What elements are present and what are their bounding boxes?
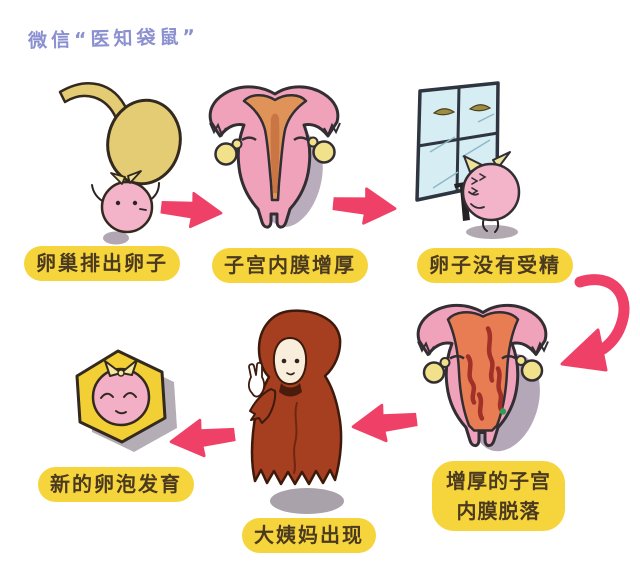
figure-shadow (270, 488, 344, 514)
egg-bow-icon (127, 170, 142, 184)
flow-arrow-left-1 (351, 403, 419, 443)
egg-shadow (466, 225, 518, 239)
wind-streaks (429, 113, 495, 189)
cane-icon (454, 181, 471, 221)
step-label-period-appears: 大姨妈出现 (242, 518, 376, 553)
ovary-left (214, 136, 257, 166)
uterus-cavity (270, 113, 280, 193)
step-label-line-1: 增厚的子宫 (446, 469, 551, 493)
ovary-illustration (58, 82, 182, 245)
window-scene-illustration (415, 81, 521, 239)
step-label-lining-thicken: 子宫内膜增厚 (212, 248, 368, 283)
peace-sign-hand (247, 361, 266, 398)
face (272, 336, 308, 386)
fimbriae-left (209, 122, 227, 138)
wrinkle-marks (471, 173, 487, 195)
ovary-stalk (58, 82, 129, 120)
uterus-illustration (208, 85, 341, 229)
ovary-right (293, 136, 336, 164)
ovary-left (422, 355, 465, 384)
flow-arrow-right-1 (159, 191, 223, 229)
bird-icon (432, 108, 456, 116)
egg-shadow (103, 231, 129, 245)
flow-arrow-curved (560, 274, 630, 372)
bird-icon (468, 104, 492, 112)
green-dot (499, 408, 507, 415)
shedding-uterus-illustration (416, 303, 549, 452)
egg-bow-icon (104, 360, 122, 377)
flow-arrow-left-2 (169, 418, 237, 458)
neck-shade (279, 383, 302, 397)
step-label-lining-shed: 增厚的子宫 内膜脱落 (432, 461, 565, 531)
follicle-illustration (75, 349, 177, 452)
egg-bow-icon (120, 359, 138, 376)
blood-squiggles (465, 326, 504, 421)
cloak-crease (293, 402, 298, 474)
watermark-text: 微信“医知袋鼠” (27, 25, 200, 53)
step-label-ovary-release: 卵巢排出卵子 (24, 246, 180, 281)
step-label-line-2: 内膜脱落 (456, 499, 541, 523)
egg-bow-icon (110, 172, 126, 185)
ovary-right (501, 355, 544, 382)
fimbriae-right (323, 122, 341, 138)
fimbriae-left (417, 341, 435, 356)
step-label-egg-unfertilized: 卵子没有受精 (417, 248, 573, 283)
step-label-new-follicle: 新的卵泡发育 (38, 467, 194, 502)
sleeping-egg-face (91, 367, 151, 427)
fimbriae-right (531, 341, 549, 356)
hooded-figure-illustration (247, 309, 344, 514)
aged-egg-character (454, 151, 521, 239)
flow-arrow-right-2 (331, 187, 397, 225)
egg-character (91, 170, 160, 245)
sleeve (249, 388, 277, 424)
